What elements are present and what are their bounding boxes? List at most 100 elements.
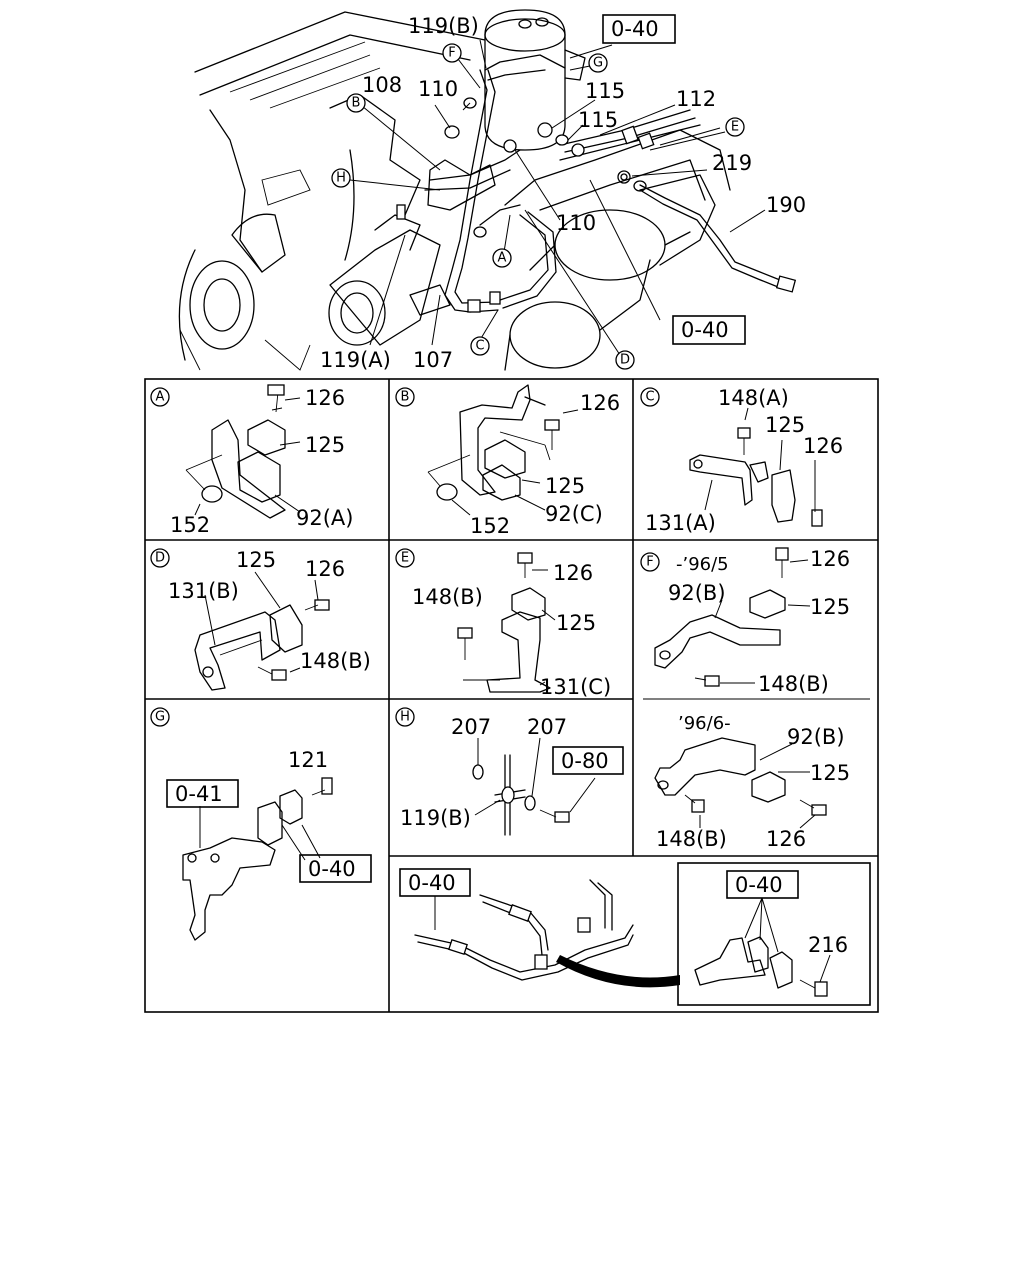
a-label-125: 125 [305, 433, 345, 457]
callout-h: H [331, 168, 351, 188]
svg-text:H: H [336, 171, 346, 186]
g-ref-0-41: 0-41 [166, 779, 239, 808]
f-label-126-late: 126 [766, 827, 806, 851]
svg-text:0-40: 0-40 [735, 873, 783, 897]
label-108: 108 [362, 73, 402, 97]
panel-letter-d: D [150, 548, 170, 568]
detail-panel-d: D 125 126 131(B) 148(B) [150, 548, 371, 691]
d-label-131b: 131(B) [168, 579, 239, 603]
b-label-125: 125 [545, 474, 585, 498]
svg-text:C: C [645, 390, 654, 405]
panel-letter-h: H [395, 707, 415, 727]
f-label-125-late: 125 [810, 761, 850, 785]
svg-text:A: A [156, 390, 165, 405]
callout-b: B [346, 93, 366, 113]
bottom-ref-0-40-left: 0-40 [399, 868, 471, 897]
g-label-121: 121 [288, 748, 328, 772]
svg-text:F: F [448, 46, 455, 61]
detail-panel-c: C 148(A) 125 126 131(A) [640, 386, 843, 535]
callout-e: E [725, 117, 745, 137]
c-label-131a: 131(A) [645, 511, 716, 535]
callout-g: G [588, 53, 608, 73]
panel-letter-a: A [150, 387, 170, 407]
label-110-upper: 110 [418, 77, 458, 101]
callout-f: F [442, 43, 462, 63]
svg-text:0-40: 0-40 [611, 17, 659, 41]
d-label-125: 125 [236, 548, 276, 572]
svg-text:F: F [646, 555, 653, 570]
detail-panel-f: F -’96/5 126 92(B) 125 148(B) ’96/6- 92(… [640, 547, 850, 851]
e-label-126: 126 [553, 561, 593, 585]
h-label-207-left: 207 [451, 715, 491, 739]
ref-box-0-40-top: 0-40 [602, 14, 676, 44]
svg-text:C: C [475, 339, 484, 354]
b-label-152: 152 [470, 514, 510, 538]
label-190: 190 [766, 193, 806, 217]
label-112: 112 [676, 87, 716, 111]
label-115-upper: 115 [585, 79, 625, 103]
b-label-92c: 92(C) [545, 502, 603, 526]
a-label-126: 126 [305, 386, 345, 410]
svg-text:D: D [620, 353, 630, 368]
svg-text:0-41: 0-41 [175, 782, 223, 806]
panel-letter-b: B [395, 387, 415, 407]
c-label-126: 126 [803, 434, 843, 458]
label-110-lower: 110 [556, 211, 596, 235]
c-label-148a: 148(A) [718, 386, 789, 410]
detail-panel-b: B 126 125 152 92(C) [395, 384, 620, 538]
detail-panel-h: H 207 207 119(B) 0-80 [395, 707, 624, 836]
svg-text:H: H [400, 710, 410, 725]
a-label-92a: 92(A) [296, 506, 353, 530]
detail-panel-e: E 126 148(B) 125 131(C) [395, 548, 611, 699]
detail-panel-bottom: 0-40 0-40 216 [399, 862, 871, 1006]
panel-letter-f: F [640, 552, 660, 572]
detail-panel-g: G 121 0-41 0-40 [150, 707, 372, 941]
svg-text:G: G [593, 56, 603, 71]
label-219: 219 [712, 151, 752, 175]
ref-box-0-40-lower: 0-40 [672, 315, 746, 345]
svg-text:0-80: 0-80 [561, 749, 609, 773]
h-label-119b: 119(B) [400, 806, 471, 830]
callout-a: A [492, 248, 512, 268]
callout-c: C [470, 336, 490, 356]
svg-text:E: E [401, 551, 409, 566]
label-107: 107 [413, 348, 453, 372]
e-label-125: 125 [556, 611, 596, 635]
d-label-148b: 148(B) [300, 649, 371, 673]
panel-letter-g: G [150, 707, 170, 727]
a-label-152: 152 [170, 513, 210, 537]
h-ref-0-80: 0-80 [552, 746, 624, 775]
panel-letter-e: E [395, 548, 415, 568]
f-note-late: ’96/6- [678, 713, 731, 734]
e-label-148b: 148(B) [412, 585, 483, 609]
bottom-ref-0-40-inset: 0-40 [726, 870, 799, 899]
e-label-131c: 131(C) [540, 675, 611, 699]
bottom-label-216: 216 [808, 933, 848, 957]
f-label-92b-early: 92(B) [668, 581, 726, 605]
label-119a: 119(A) [320, 348, 391, 372]
svg-text:0-40: 0-40 [681, 318, 729, 342]
detail-panel-a: A 126 125 152 92(A) [150, 384, 353, 537]
label-115-lower: 115 [578, 108, 618, 132]
svg-text:0-40: 0-40 [408, 871, 456, 895]
svg-text:B: B [401, 390, 410, 405]
f-label-125-early: 125 [810, 595, 850, 619]
d-label-126: 126 [305, 557, 345, 581]
g-ref-0-40: 0-40 [299, 854, 372, 883]
c-label-125: 125 [765, 413, 805, 437]
f-label-148b-late: 148(B) [656, 827, 727, 851]
svg-text:D: D [155, 551, 165, 566]
callout-d: D [615, 350, 635, 370]
f-label-148b-early: 148(B) [758, 672, 829, 696]
detail-grid [144, 378, 879, 1013]
svg-text:0-40: 0-40 [308, 857, 356, 881]
engine-block-drawing [178, 9, 797, 371]
f-label-92b-late: 92(B) [787, 725, 845, 749]
panel-letter-c: C [640, 387, 660, 407]
svg-text:E: E [731, 120, 739, 135]
f-label-126-early: 126 [810, 547, 850, 571]
label-119b: 119(B) [408, 14, 479, 38]
engine-main-view: 119(B) 108 110 115 115 112 219 190 110 1… [178, 9, 806, 372]
svg-text:G: G [155, 710, 165, 725]
